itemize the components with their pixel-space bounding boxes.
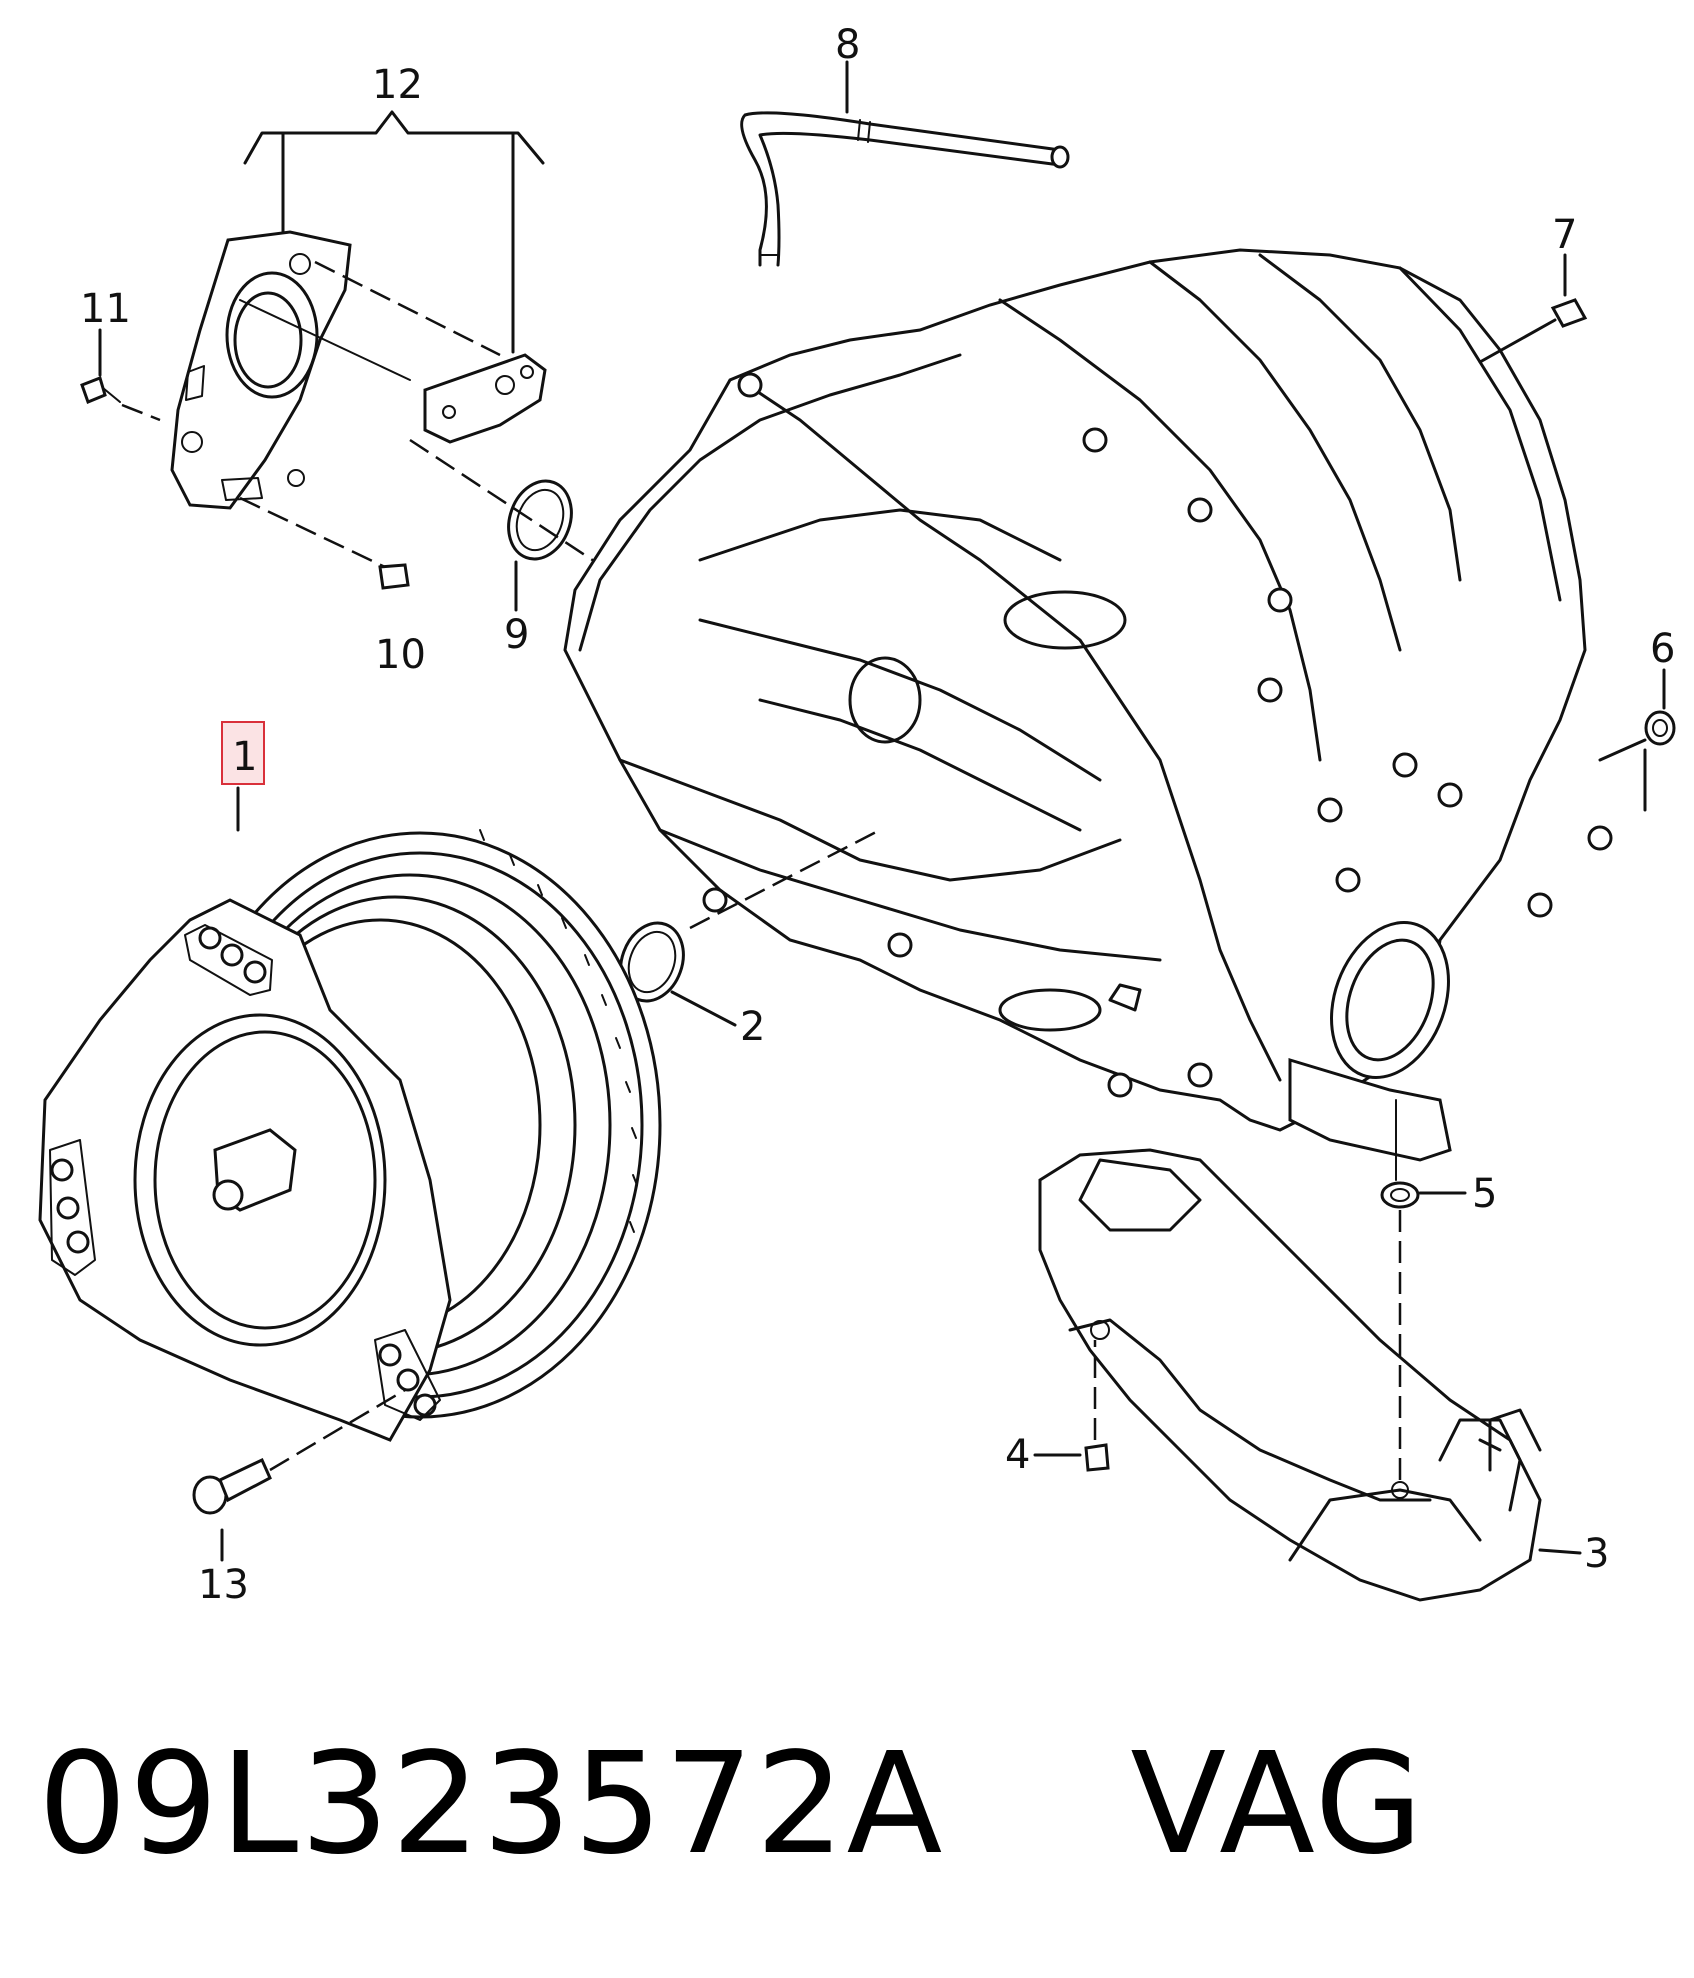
- part-11-bolt: [80, 328, 161, 422]
- callout-5: 5: [1472, 1171, 1497, 1217]
- callout-11: 11: [80, 286, 131, 332]
- part-4-bolt: [1033, 1340, 1110, 1472]
- callout-7: 7: [1552, 212, 1577, 258]
- part-3-oil-cooler: [1038, 1148, 1582, 1602]
- part-5-washer: [1380, 1099, 1467, 1480]
- part-9-seal-ring: [409, 438, 601, 612]
- part-number-caption: 09L323572A VAG: [38, 1723, 1425, 1886]
- part-7-plug: [1478, 253, 1588, 364]
- transmission-housing: [563, 248, 1613, 1162]
- part-13-bolt: [192, 1388, 406, 1562]
- callout-1-highlight: [221, 721, 265, 785]
- callout-1: 1: [232, 734, 257, 780]
- callout-labels: 1 2 3 4 5 6 7 8 9 10 11 12 13: [80, 22, 1675, 1608]
- part-8-breather-pipe: [740, 60, 1070, 267]
- callout-4: 4: [1005, 1432, 1030, 1478]
- callout-9: 9: [504, 612, 529, 658]
- part-12-seal-carrier: [170, 110, 547, 590]
- callout-3: 3: [1584, 1531, 1609, 1577]
- callout-12: 12: [372, 62, 423, 108]
- callout-8: 8: [835, 22, 860, 68]
- part-1-torque-converter[interactable]: [38, 786, 662, 1442]
- callout-6: 6: [1650, 626, 1675, 672]
- callout-2: 2: [740, 1004, 765, 1050]
- callout-13: 13: [198, 1562, 249, 1608]
- callout-10: 10: [375, 632, 426, 678]
- part-6-seal: [1598, 668, 1676, 812]
